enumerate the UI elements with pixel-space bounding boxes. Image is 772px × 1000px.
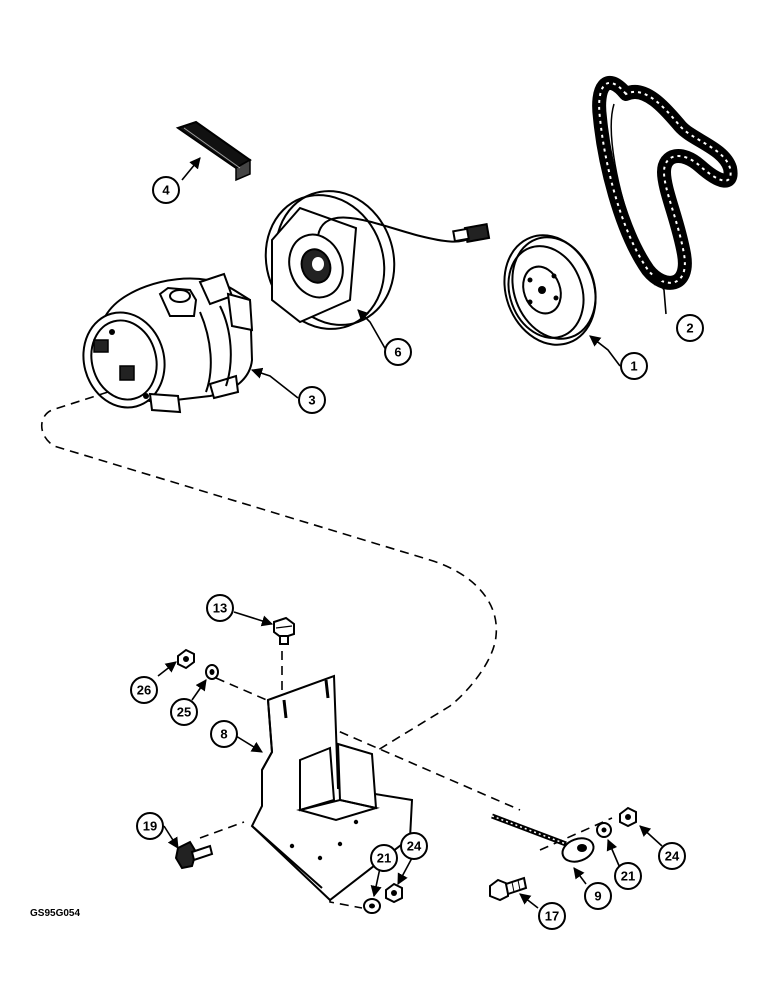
drawing-code: GS95G054	[30, 908, 80, 919]
callout-2: 2	[676, 314, 704, 342]
assembly-path-bolt-line	[215, 677, 521, 811]
svg-text:21: 21	[621, 869, 635, 884]
callout-19: 19	[136, 812, 164, 840]
assembly-path-bracket-line	[199, 821, 245, 839]
svg-text:19: 19	[143, 819, 157, 834]
callout-25: 25	[170, 698, 198, 726]
svg-text:2: 2	[686, 321, 693, 336]
callout-21-right: 21	[614, 862, 642, 890]
svg-text:25: 25	[177, 705, 191, 720]
nut-26-part	[177, 648, 195, 670]
svg-text:3: 3	[308, 393, 315, 408]
bolt-19-part	[174, 840, 214, 870]
svg-text:21: 21	[377, 851, 391, 866]
callout-24-right: 24	[658, 842, 686, 870]
washer-21-right-part	[596, 822, 612, 838]
key-part	[175, 120, 252, 182]
svg-text:13: 13	[213, 601, 227, 616]
svg-text:1: 1	[630, 359, 637, 374]
callout-1: 1	[620, 352, 648, 380]
callout-24-lower: 24	[400, 832, 428, 860]
tension-rod-part	[491, 813, 595, 863]
callout-6: 6	[384, 338, 412, 366]
drive-belt-part	[592, 75, 738, 290]
callout-9: 9	[584, 882, 612, 910]
callout-26: 26	[130, 676, 158, 704]
leader-lines	[157, 157, 667, 909]
callout-21-lower: 21	[370, 844, 398, 872]
nut-24-right-part	[619, 806, 637, 828]
svg-text:24: 24	[665, 849, 680, 864]
assembly-path-line	[40, 391, 498, 751]
pulley-part	[503, 234, 597, 346]
callout-17: 17	[538, 902, 566, 930]
callout-4: 4	[152, 176, 180, 204]
bolt-13-part	[273, 616, 295, 645]
callout-8: 8	[210, 720, 238, 748]
bolt-17-part	[489, 876, 528, 902]
callout-13: 13	[206, 594, 234, 622]
washer-21-lower-part	[363, 898, 381, 914]
svg-text:17: 17	[545, 909, 559, 924]
compressor-part	[82, 272, 254, 414]
svg-text:8: 8	[220, 727, 227, 742]
svg-text:9: 9	[594, 889, 601, 904]
svg-text:4: 4	[162, 183, 170, 198]
clutch-assembly-part	[264, 190, 491, 330]
washer-25-part	[205, 664, 219, 680]
callout-3: 3	[298, 386, 326, 414]
svg-text:6: 6	[394, 345, 401, 360]
mounting-bracket-part	[250, 674, 414, 902]
svg-text:26: 26	[137, 683, 151, 698]
nut-24-lower-part	[385, 882, 403, 904]
svg-text:24: 24	[407, 839, 422, 854]
